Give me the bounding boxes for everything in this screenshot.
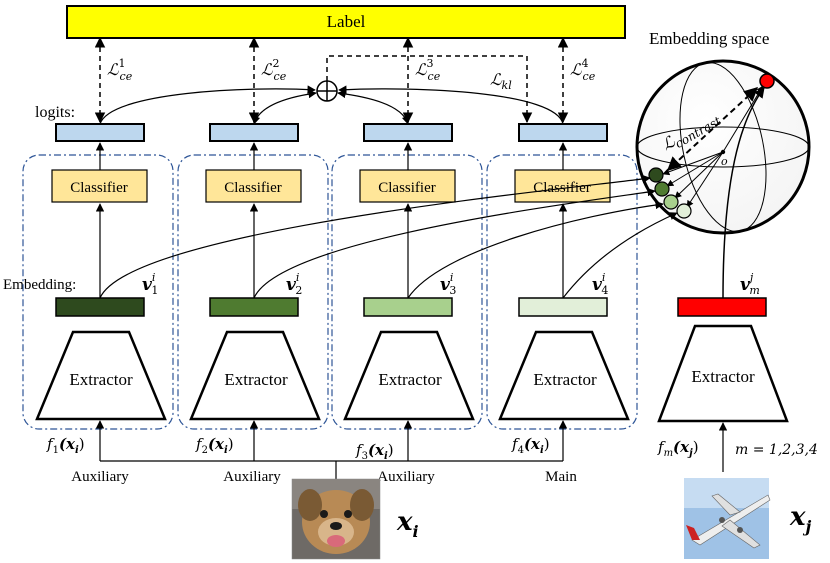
- branch-3-dashed-box: [331, 154, 483, 430]
- airplane-image: [684, 478, 771, 559]
- branch-1-feature: f1(xi): [46, 435, 85, 456]
- oplus-symbol: ⊕: [0, 0, 1, 1]
- branch-2-dashed-box: [177, 154, 329, 430]
- branch-2-extractor: [189, 330, 321, 421]
- origin-label: o: [721, 155, 728, 168]
- contrast-arrow: [666, 87, 759, 171]
- sphere-point-red: [759, 73, 775, 89]
- branch-3-extractor-label: Extractor: [378, 370, 442, 389]
- right-feature: fm(xj): [657, 438, 699, 459]
- branch-1-classifier: [51, 169, 148, 203]
- embed-m-to-sphere: [722, 87, 765, 299]
- embed-4-to-sphere: [562, 212, 678, 299]
- branch-3-embedding: [363, 297, 453, 317]
- right-extractor-label: Extractor: [691, 367, 755, 386]
- branch-3-classifier-label: Classifier: [378, 180, 436, 196]
- branch-4-role: Main: [545, 469, 577, 485]
- branch-4-dashed-box: [486, 154, 638, 430]
- branch-3-feature: f3(xi): [355, 441, 394, 462]
- branch-1-extractor-label: Extractor: [69, 370, 133, 389]
- embedding-caption: Embedding:: [3, 277, 76, 293]
- branch-1-logits: [55, 123, 145, 142]
- label-bar: [66, 5, 626, 39]
- branch-1-extractor: [35, 330, 167, 421]
- branch-4-logits: [518, 123, 608, 142]
- oplus-node: [316, 80, 338, 102]
- input-j-label: xj: [789, 502, 812, 536]
- right-extractor: [657, 324, 789, 423]
- branch-4-extractor-label: Extractor: [533, 370, 597, 389]
- logit-3-to-oplus: [337, 89, 410, 125]
- branch-2-logits: [209, 123, 299, 142]
- logit-1-to-oplus: [99, 85, 316, 125]
- input-i-label: xi: [396, 507, 419, 541]
- branch-4-extractor: [498, 330, 630, 421]
- label-bar-text: Label: [327, 12, 366, 31]
- embed-2-to-sphere: [253, 187, 656, 299]
- sphere-point-2: [654, 181, 670, 197]
- branch-2-classifier: [205, 169, 302, 203]
- logit-2-to-oplus: [252, 89, 317, 125]
- logits-caption: logits:: [35, 104, 75, 121]
- embed-1-to-sphere: [99, 174, 651, 299]
- right-embedding: [677, 297, 767, 317]
- m-values: m = 1,2,3,4: [735, 442, 818, 458]
- embedding-sphere: [635, 59, 811, 235]
- branch-1-embedding: [55, 297, 145, 317]
- branch-1-classifier-label: Classifier: [70, 180, 128, 196]
- embed-3-to-sphere: [407, 200, 664, 299]
- kl-dashed-path: [326, 55, 533, 124]
- branch-1-dashed-box: [22, 154, 174, 430]
- branch-2-classifier-label: Classifier: [224, 180, 282, 196]
- kl-loss-label: ℒkl: [490, 70, 512, 92]
- branch-2-feature: f2(xi): [195, 435, 234, 456]
- branch-4-classifier: [514, 169, 611, 203]
- sphere-point-4: [676, 203, 692, 219]
- logit-4-to-oplus: [338, 85, 564, 125]
- branch-4-feature: f4(xi): [511, 435, 550, 456]
- sphere-point-3: [663, 194, 679, 210]
- branch-2-role: Auxiliary: [223, 469, 281, 485]
- dog-image: [291, 478, 381, 560]
- branch-4-embedding: [518, 297, 608, 317]
- branch-3-extractor: [343, 330, 475, 421]
- branch-3-logits: [363, 123, 453, 142]
- embedding-space-title: Embedding space: [649, 29, 769, 48]
- sphere-point-1: [648, 167, 664, 183]
- branch-3-classifier: [359, 169, 456, 203]
- branch-2-embedding: [209, 297, 299, 317]
- branch-1-role: Auxiliary: [71, 469, 129, 485]
- branch-2-extractor-label: Extractor: [224, 370, 288, 389]
- branch-3-role: Auxiliary: [377, 469, 435, 485]
